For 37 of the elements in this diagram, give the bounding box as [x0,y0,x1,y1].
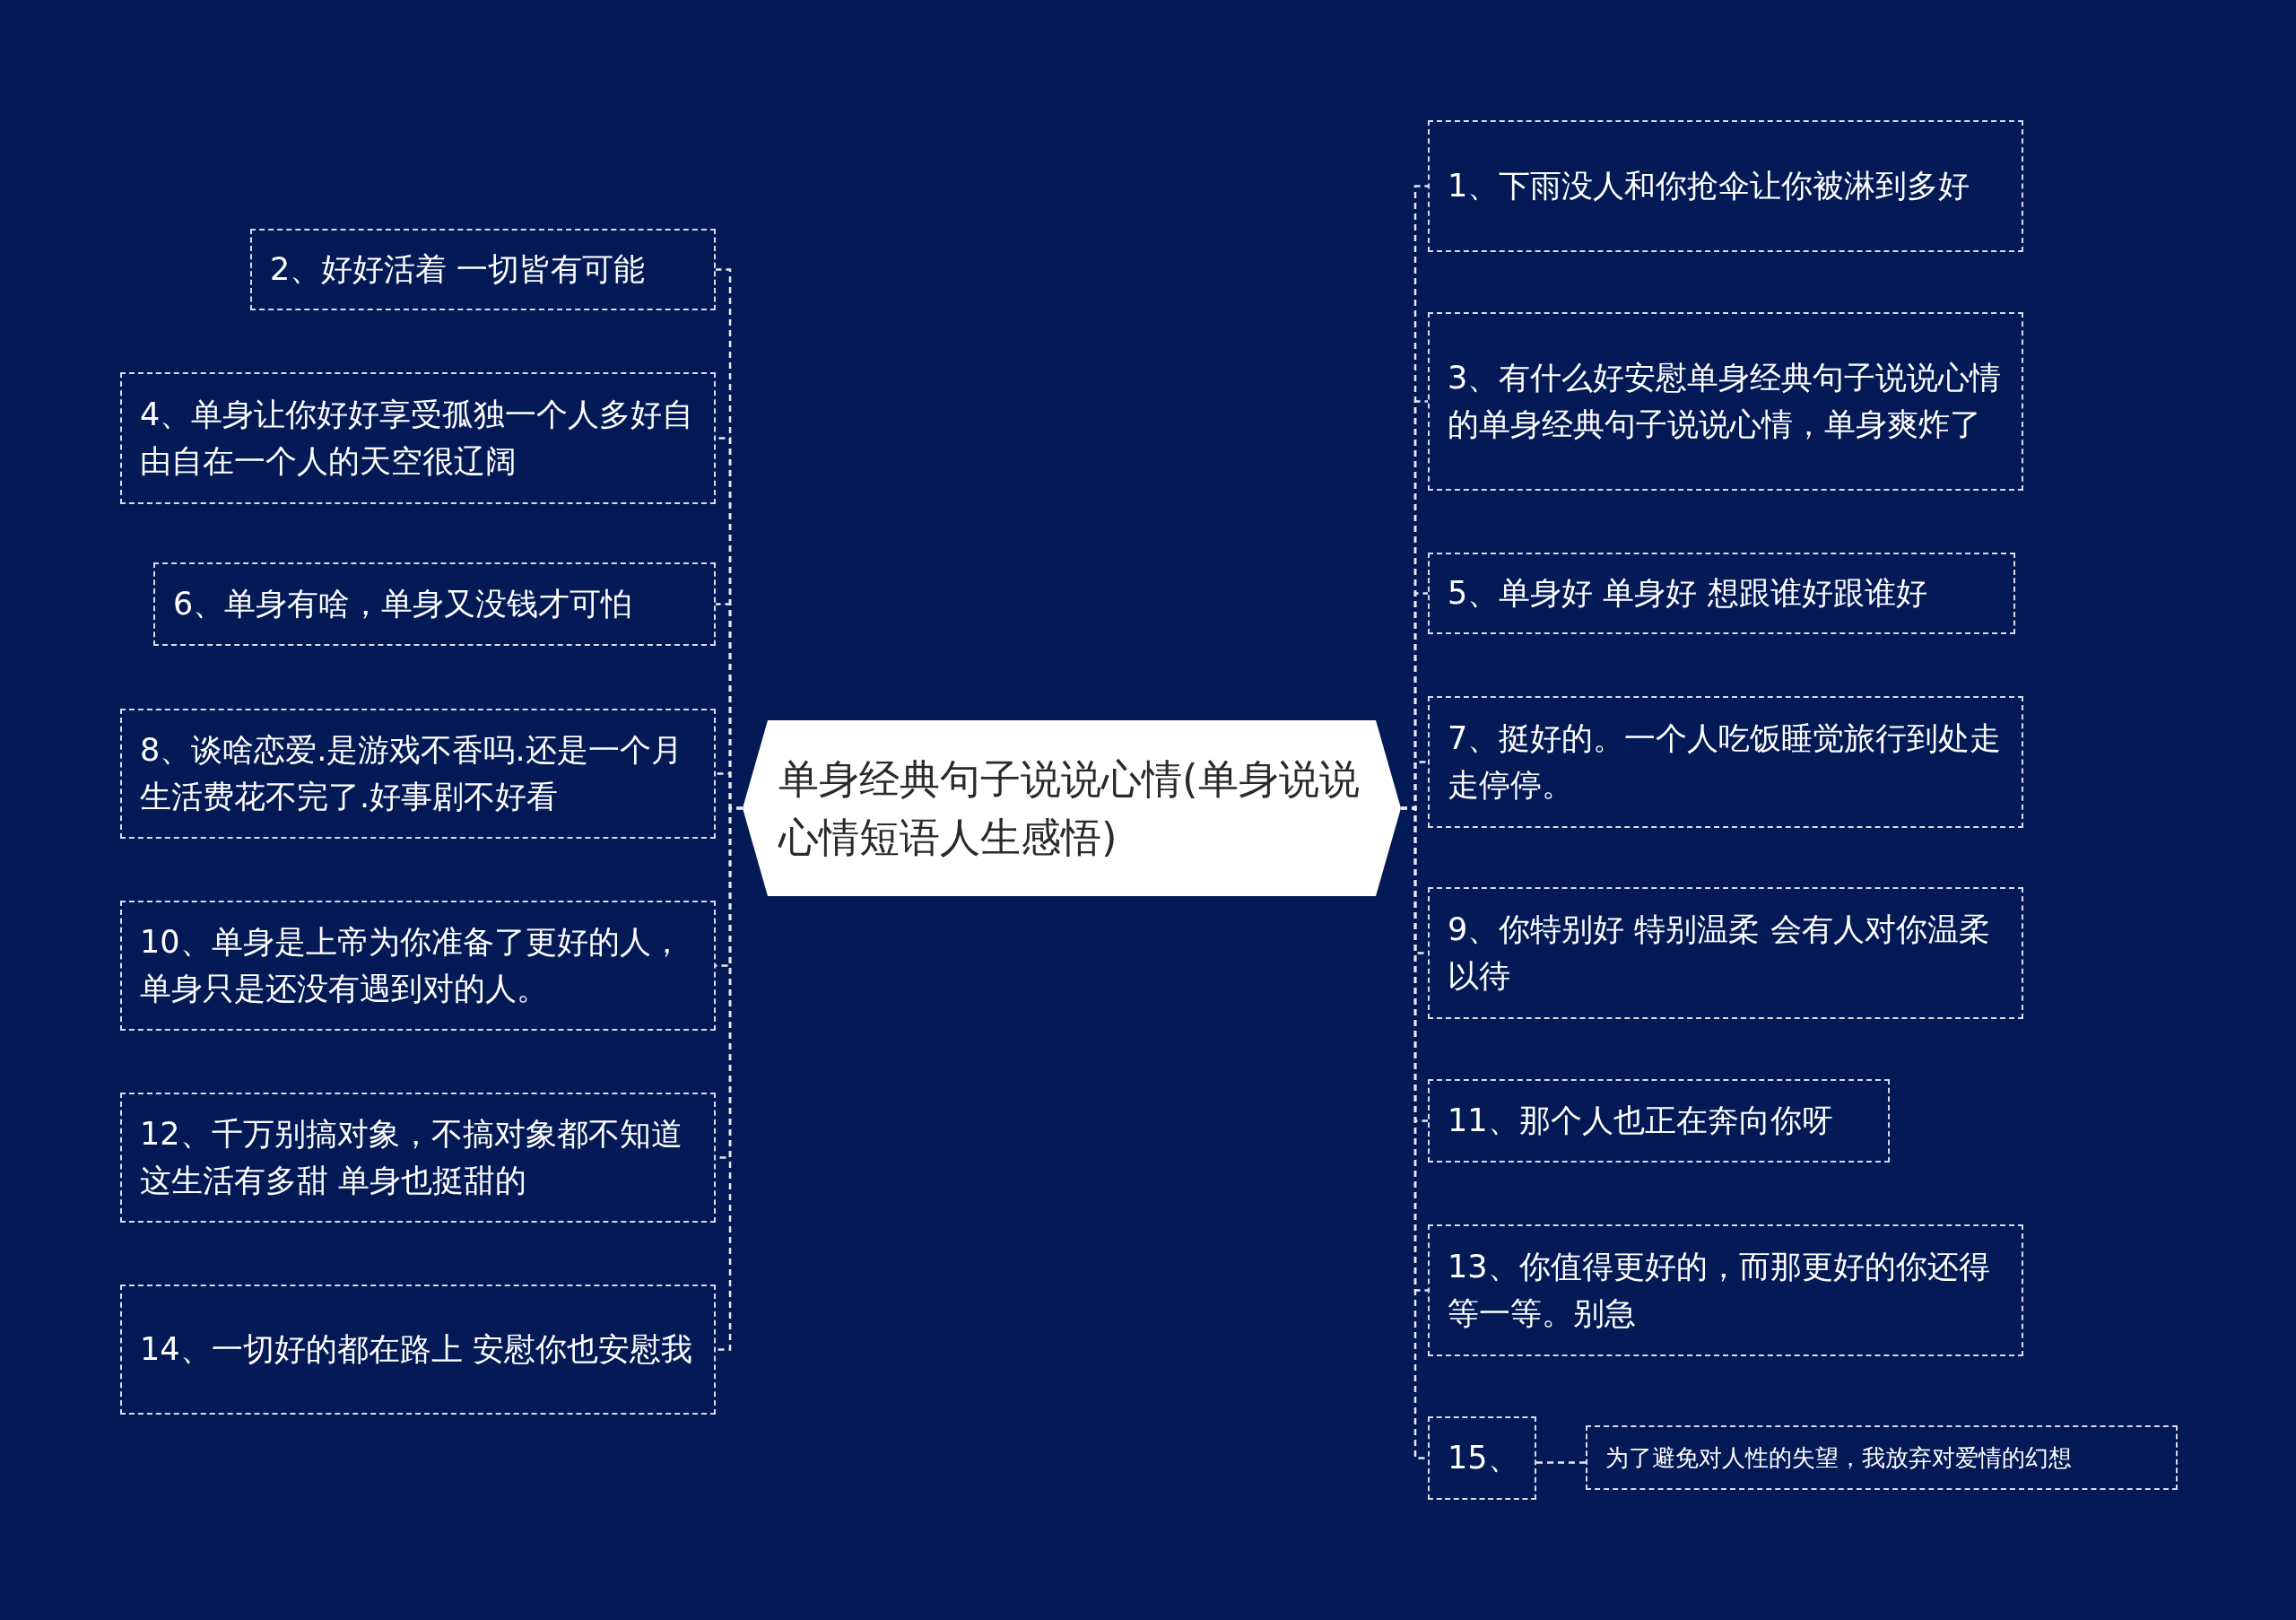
dashed-box [1428,120,2023,252]
dashed-box [1428,312,2023,491]
connector-line [1401,806,1428,1459]
quote-text: 10、单身是上帝为你准备了更好的人，单身只是还没有遇到对的人。 [140,922,683,1008]
dashed-box [120,1285,716,1415]
quote-text: 3、有什么好安慰单身经典句子说说心情的单身经典句子说说心情，单身爽炸了 [1448,358,2003,444]
dashed-box [120,709,716,839]
dashed-box [153,562,716,646]
quote-text: 13、你值得更好的，而那更好的你还得等一等。别急 [1448,1247,1991,1333]
dashed-box [1428,553,2015,634]
dashed-box [1428,1224,2023,1356]
dashed-box [1428,696,2023,828]
dashed-box [250,229,716,310]
dashed-box [1428,1079,1890,1163]
quote-text: 6、单身有啥，单身又没钱才可怕 [173,584,633,623]
quote-text: 12、千万别搞对象，不搞对象都不知道这生活有多甜 单身也挺甜的 [140,1114,683,1200]
dashed-box [120,901,716,1031]
quote-text: 9、你特别好 特别温柔 会有人对你温柔以待 [1448,910,1991,996]
quote-text: 4、单身让你好好享受孤独一个人多好自由自在一个人的天空很辽阔 [140,395,695,481]
quote-text: 为了避免对人性的失望，我放弃对爱情的幻想 [1605,1442,2072,1473]
topic-text: 单身经典句子说说心情(单身说说心情短语人生感悟) [778,753,1361,863]
dashed-box [1428,887,2023,1019]
quote-text: 5、单身好 单身好 想跟谁好跟谁好 [1448,573,1927,613]
dashed-box [1428,1416,1536,1500]
quote-text: 1、下雨没人和你抢伞让你被淋到多好 [1448,166,1970,205]
connector-line [1536,1461,1586,1464]
quote-text: 7、挺好的。一个人吃饭睡觉旅行到处走走停停。 [1448,719,2003,805]
quote-text: 11、那个人也正在奔向你呀 [1448,1101,1833,1140]
dashed-box [120,1093,716,1223]
quote-text: 8、谈啥恋爱.是游戏不香吗.还是一个月生活费花不完了.好事剧不好看 [140,730,683,816]
quote-text: 2、好好活着 一切皆有可能 [270,249,646,289]
connector-line [716,806,743,1351]
dashed-box [1586,1425,2178,1490]
topic-hexagon [743,720,1401,896]
quote-text: 15、 [1448,1438,1519,1477]
dashed-box [120,372,716,504]
quote-text: 14、一切好的都在路上 安慰你也安慰我 [140,1329,692,1369]
